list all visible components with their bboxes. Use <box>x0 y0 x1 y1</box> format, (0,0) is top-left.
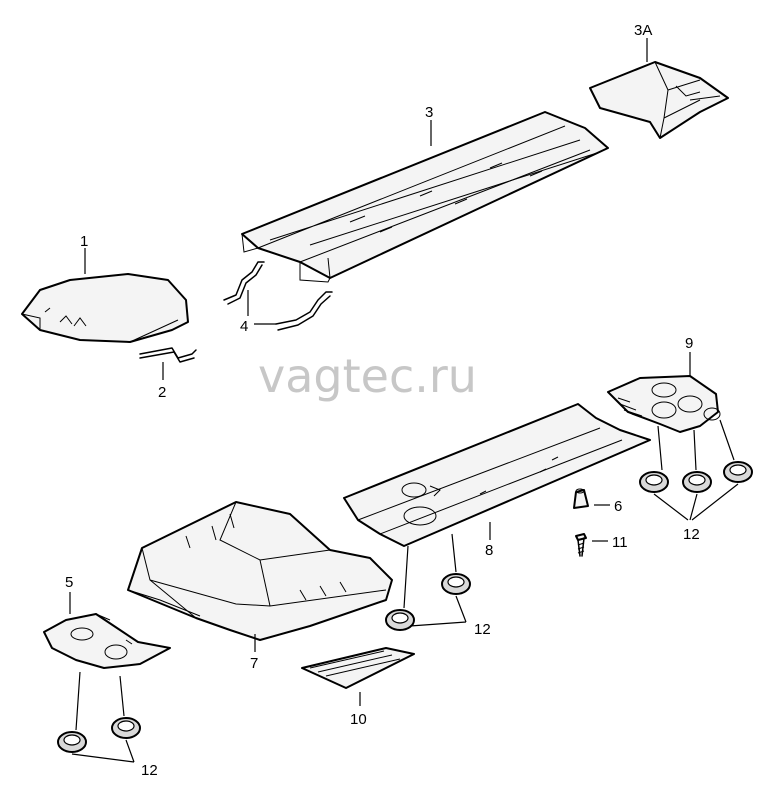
callout-3: 3 <box>425 104 433 121</box>
part-11-screw <box>575 533 587 557</box>
grommet-12-center-1 <box>441 573 471 595</box>
leader-12-front <box>71 739 135 763</box>
part-4-clips <box>223 261 333 331</box>
leader-grommets-front-up <box>75 671 125 731</box>
grommet-12-front-1 <box>57 731 87 753</box>
part-10-tray <box>301 647 415 689</box>
part-3a-rear-cap <box>589 61 729 139</box>
callout-9: 9 <box>685 335 693 352</box>
leader-grommets-rear-up <box>657 419 735 471</box>
part-6-plug <box>573 488 589 509</box>
callout-3a: 3A <box>634 22 652 39</box>
callout-4: 4 <box>240 318 248 335</box>
part-7-headliner-section <box>127 501 393 641</box>
part-1-front-panel <box>21 273 189 343</box>
grommet-12-rear-3 <box>723 461 753 483</box>
callout-12-center: 12 <box>474 621 491 638</box>
part-2-bracket <box>139 347 197 363</box>
callout-7: 7 <box>250 655 258 672</box>
callout-5: 5 <box>65 574 73 591</box>
grommet-12-center-2 <box>385 609 415 631</box>
grommet-12-rear-2 <box>682 471 712 493</box>
watermark-text: vagtec.ru <box>258 349 477 403</box>
grommet-12-rear-1 <box>639 471 669 493</box>
part-9-rear-light-panel <box>607 375 721 433</box>
callout-2: 2 <box>158 384 166 401</box>
part-3-trim-rail <box>241 111 609 283</box>
callout-12-front: 12 <box>141 762 158 779</box>
leader-grommets-center-up <box>403 533 457 609</box>
grommet-12-front-2 <box>111 717 141 739</box>
part-5-front-light-panel <box>43 613 171 669</box>
callout-10: 10 <box>350 711 367 728</box>
callout-11: 11 <box>612 534 628 551</box>
callout-6: 6 <box>614 498 622 515</box>
callout-12-rear: 12 <box>683 526 700 543</box>
part-8-center-panel <box>343 403 651 547</box>
leader-12-rear <box>653 483 739 521</box>
callout-8: 8 <box>485 542 493 559</box>
callout-1: 1 <box>80 233 88 250</box>
leader-12-center <box>409 595 467 627</box>
